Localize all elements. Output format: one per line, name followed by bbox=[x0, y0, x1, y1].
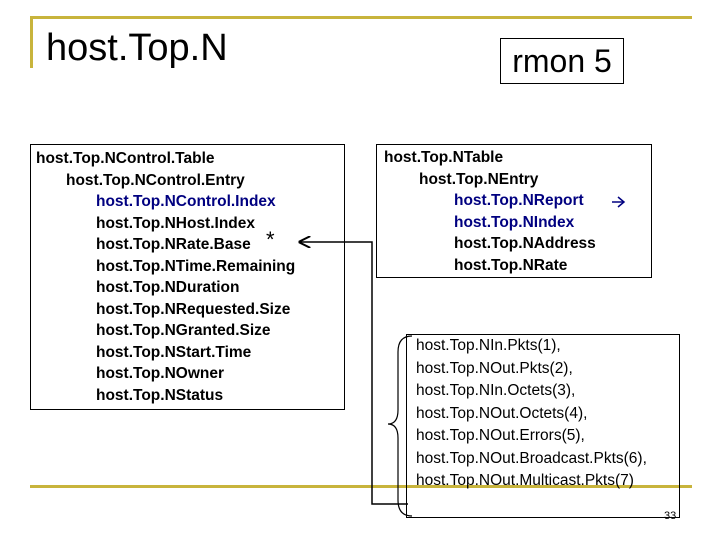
slide-title: host.Top.N bbox=[46, 27, 228, 69]
list-item: host.Top.NOut.Multicast.Pkts(7) bbox=[416, 472, 634, 489]
list-item: host.Top.NOut.Octets(4), bbox=[416, 404, 588, 422]
control-table-box bbox=[30, 144, 345, 410]
topn-table-box bbox=[376, 144, 652, 278]
list-item: host.Top.NOut.Pkts(2), bbox=[416, 359, 573, 377]
rate-base-values-box bbox=[406, 334, 680, 518]
list-item: host.Top.NGranted.Size bbox=[96, 322, 271, 339]
list-item: host.Top.NHost.Index bbox=[96, 214, 256, 232]
bottom-rule bbox=[30, 485, 692, 488]
rmon-tag-box: rmon 5 bbox=[500, 38, 624, 84]
list-item: host.Top.NRequested.Size bbox=[96, 300, 291, 318]
page-number: 33 bbox=[664, 510, 677, 522]
list-item: host.Top.NRate bbox=[454, 256, 568, 274]
list-item: host.Top.NReport bbox=[454, 192, 584, 209]
counters-brace bbox=[387, 335, 413, 517]
list-item: host.Top.NIndex bbox=[454, 213, 575, 231]
top-rule bbox=[30, 16, 692, 19]
report-arrow-icon bbox=[612, 196, 626, 208]
asterisk-marker: * bbox=[266, 227, 275, 252]
list-item: host.Top.NControl.Table bbox=[36, 150, 215, 167]
list-item: host.Top.NRate.Base bbox=[96, 236, 251, 253]
list-item: host.Top.NStatus bbox=[96, 386, 224, 404]
list-item: host.Top.NTime.Remaining bbox=[96, 257, 296, 275]
list-item: host.Top.NControl.Index bbox=[96, 193, 276, 210]
list-item: host.Top.NControl.Entry bbox=[66, 171, 245, 189]
list-item: host.Top.NTable bbox=[384, 149, 504, 166]
list-item: host.Top.NEntry bbox=[419, 170, 539, 188]
list-item: host.Top.NDuration bbox=[96, 279, 240, 296]
list-item: host.Top.NOut.Errors(5), bbox=[416, 427, 585, 444]
list-item: host.Top.NOwner bbox=[96, 365, 225, 382]
list-item: host.Top.NIn.Octets(3), bbox=[416, 382, 576, 399]
rate-base-connector bbox=[300, 242, 408, 505]
left-rule bbox=[30, 16, 33, 68]
list-item: host.Top.NIn.Pkts(1), bbox=[416, 337, 561, 354]
list-item: host.Top.NAddress bbox=[454, 235, 596, 252]
list-item: host.Top.NStart.Time bbox=[96, 343, 252, 361]
list-item: host.Top.NOut.Broadcast.Pkts(6), bbox=[416, 449, 647, 467]
